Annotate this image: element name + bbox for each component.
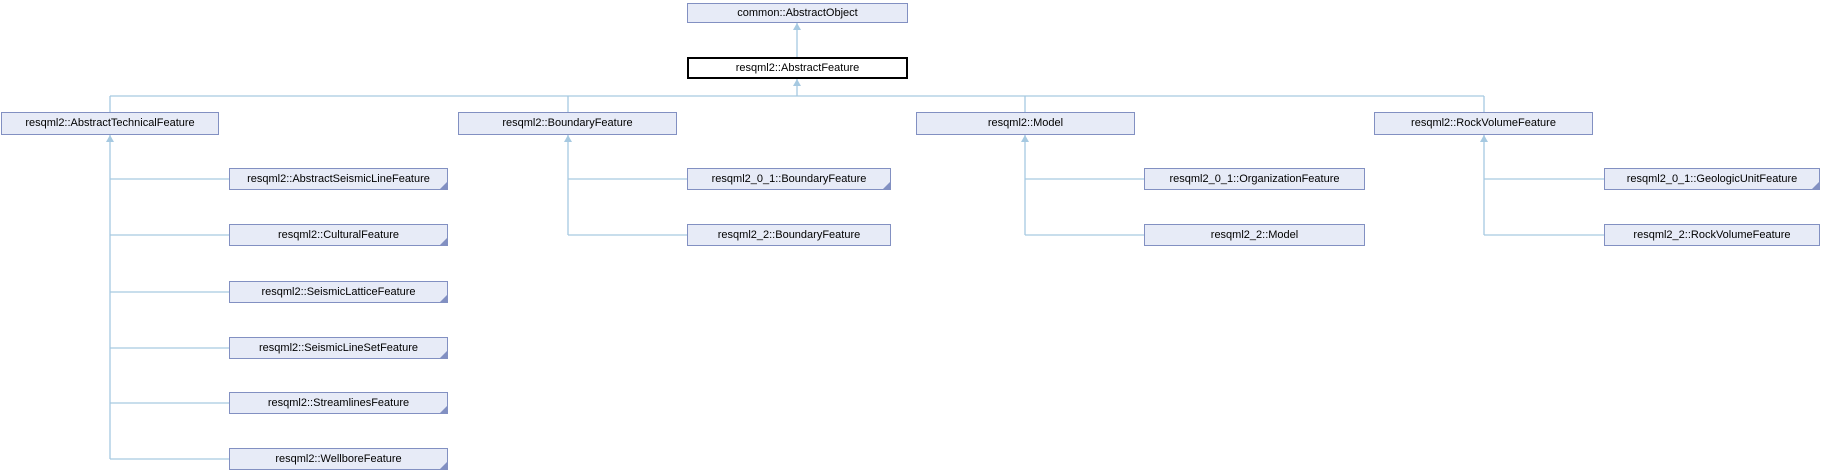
class-node-label: resqml2::StreamlinesFeature bbox=[267, 396, 410, 409]
class-node-resqml2-StreamlinesFeature[interactable]: resqml2::StreamlinesFeature bbox=[229, 392, 448, 414]
class-node-label: common::AbstractObject bbox=[737, 6, 858, 19]
class-node-label: resqml2::AbstractTechnicalFeature bbox=[25, 117, 195, 129]
class-node-resqml2-RockVolumeFeature[interactable]: resqml2::RockVolumeFeature bbox=[1374, 112, 1593, 135]
class-node-label: resqml2::BoundaryFeature bbox=[502, 117, 633, 129]
class-node-common-AbstractObject[interactable]: common::AbstractObject bbox=[687, 3, 908, 23]
class-node-label: resqml2_2::Model bbox=[1210, 228, 1299, 241]
arrowhead-up-icon bbox=[793, 23, 801, 30]
class-node-resqml2-SeismicLatticeFeature[interactable]: resqml2::SeismicLatticeFeature bbox=[229, 281, 448, 303]
class-node-label: resqml2::SeismicLatticeFeature bbox=[261, 285, 416, 298]
class-node-resqml2_0_1-OrganizationFeature[interactable]: resqml2_0_1::OrganizationFeature bbox=[1144, 168, 1365, 190]
arrowhead-up-icon bbox=[564, 135, 572, 142]
class-node-resqml2_2-RockVolumeFeature[interactable]: resqml2_2::RockVolumeFeature bbox=[1604, 224, 1820, 246]
class-node-resqml2_0_1-BoundaryFeature[interactable]: resqml2_0_1::BoundaryFeature bbox=[687, 168, 891, 190]
class-node-resqml2-SeismicLineSetFeature[interactable]: resqml2::SeismicLineSetFeature bbox=[229, 337, 448, 359]
class-node-label: resqml2_0_1::GeologicUnitFeature bbox=[1626, 172, 1798, 185]
class-node-label: resqml2::SeismicLineSetFeature bbox=[259, 341, 418, 354]
class-node-label: resqml2::Model bbox=[987, 117, 1064, 129]
arrowhead-up-icon bbox=[793, 79, 801, 86]
class-node-resqml2_0_1-GeologicUnitFeature[interactable]: resqml2_0_1::GeologicUnitFeature bbox=[1604, 168, 1820, 190]
class-node-resqml2_2-Model[interactable]: resqml2_2::Model bbox=[1144, 224, 1365, 246]
arrowhead-up-icon bbox=[1021, 135, 1029, 142]
class-node-label: resqml2::RockVolumeFeature bbox=[1411, 117, 1556, 129]
class-node-label: resqml2_2::RockVolumeFeature bbox=[1633, 228, 1791, 241]
class-node-label: resqml2::WellboreFeature bbox=[275, 452, 402, 465]
arrowhead-up-icon bbox=[1480, 135, 1488, 142]
arrowhead-up-icon bbox=[106, 135, 114, 142]
class-node-label: resqml2_2::BoundaryFeature bbox=[717, 228, 861, 241]
class-node-resqml2-AbstractFeature: resqml2::AbstractFeature bbox=[687, 57, 908, 79]
class-node-resqml2-WellboreFeature[interactable]: resqml2::WellboreFeature bbox=[229, 448, 448, 470]
class-node-resqml2-CulturalFeature[interactable]: resqml2::CulturalFeature bbox=[229, 224, 448, 246]
class-node-label: resqml2_0_1::BoundaryFeature bbox=[711, 172, 867, 185]
class-node-label: resqml2::AbstractFeature bbox=[735, 61, 860, 74]
class-node-label: resqml2_0_1::OrganizationFeature bbox=[1169, 172, 1340, 185]
class-node-resqml2-Model[interactable]: resqml2::Model bbox=[916, 112, 1135, 135]
class-node-label: resqml2::CulturalFeature bbox=[277, 228, 400, 241]
class-node-resqml2-AbstractSeismicLineFeature[interactable]: resqml2::AbstractSeismicLineFeature bbox=[229, 168, 448, 190]
class-node-resqml2-BoundaryFeature[interactable]: resqml2::BoundaryFeature bbox=[458, 112, 677, 135]
class-node-resqml2-AbstractTechnicalFeature[interactable]: resqml2::AbstractTechnicalFeature bbox=[1, 112, 219, 135]
class-node-resqml2_2-BoundaryFeature[interactable]: resqml2_2::BoundaryFeature bbox=[687, 224, 891, 246]
class-node-label: resqml2::AbstractSeismicLineFeature bbox=[247, 172, 430, 185]
